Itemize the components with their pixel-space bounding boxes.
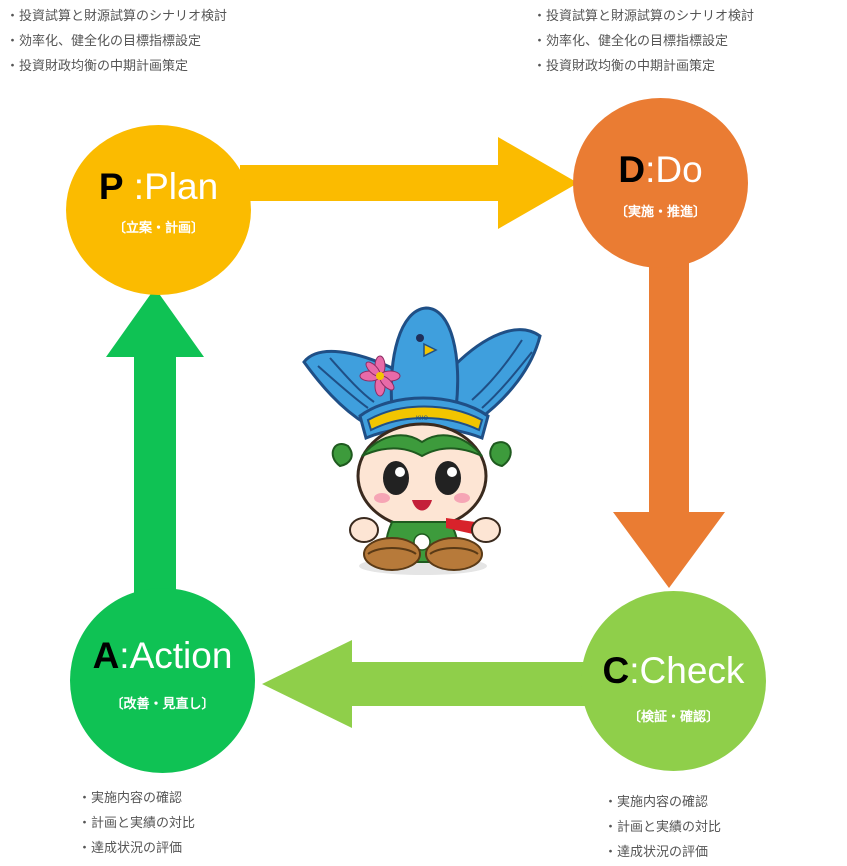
check-circle: C:Check 〔検証・確認〕 — [581, 591, 766, 771]
do-subtitle: 〔実施・推進〕 — [614, 205, 706, 220]
arrow-do-to-check — [613, 260, 725, 588]
check-subtitle: 〔検証・確認〕 — [627, 710, 719, 725]
action-title-text: :Action — [119, 635, 233, 676]
plan-letter: P — [98, 166, 124, 207]
do-note: 効率化、健全化の目標指標設定 — [533, 29, 754, 54]
do-note: 投資試算と財源試算のシナリオ検討 — [533, 4, 754, 29]
do-letter: D — [618, 149, 646, 190]
plan-circle: P :Plan 〔立案・計画〕 — [66, 125, 251, 295]
check-notes: 実施内容の確認 計画と実績の対比 達成状況の評価 — [604, 790, 721, 865]
plan-note: 効率化、健全化の目標指標設定 — [6, 29, 227, 54]
action-circle: A:Action 〔改善・見直し〕 — [70, 588, 255, 773]
do-circle: D:Do 〔実施・推進〕 — [573, 98, 748, 268]
action-title: A:Action — [70, 636, 255, 676]
check-title-text: :Check — [629, 650, 745, 691]
plan-note: 投資試算と財源試算のシナリオ検討 — [6, 4, 227, 29]
action-letter: A — [92, 635, 120, 676]
do-title: D:Do — [573, 150, 748, 190]
check-title: C:Check — [581, 651, 766, 691]
arrow-check-to-action — [262, 640, 590, 728]
arrow-plan-to-do — [240, 137, 578, 229]
plan-title: P :Plan — [66, 167, 251, 207]
check-note: 達成状況の評価 — [604, 840, 721, 865]
action-note: 実施内容の確認 — [78, 786, 195, 811]
do-title-text: :Do — [645, 149, 703, 190]
plan-subtitle: 〔立案・計画〕 — [112, 221, 204, 236]
hat-label: KIIO — [416, 415, 428, 422]
action-subtitle: 〔改善・見直し〕 — [110, 697, 215, 712]
check-note: 計画と実績の対比 — [604, 815, 721, 840]
action-note: 計画と実績の対比 — [78, 811, 195, 836]
plan-notes: 投資試算と財源試算のシナリオ検討 効率化、健全化の目標指標設定 投資財政均衡の中… — [6, 4, 227, 79]
plan-title-text: :Plan — [123, 166, 219, 207]
do-note: 投資財政均衡の中期計画策定 — [533, 54, 754, 79]
arrow-action-to-plan — [106, 288, 204, 600]
check-letter: C — [602, 650, 630, 691]
check-note: 実施内容の確認 — [604, 790, 721, 815]
action-notes: 実施内容の確認 計画と実績の対比 達成状況の評価 — [78, 786, 195, 861]
do-notes: 投資試算と財源試算のシナリオ検討 効率化、健全化の目標指標設定 投資財政均衡の中… — [533, 4, 754, 79]
bird-hat-mascot-icon: KIIO — [302, 306, 542, 575]
plan-note: 投資財政均衡の中期計画策定 — [6, 54, 227, 79]
action-note: 達成状況の評価 — [78, 836, 195, 861]
